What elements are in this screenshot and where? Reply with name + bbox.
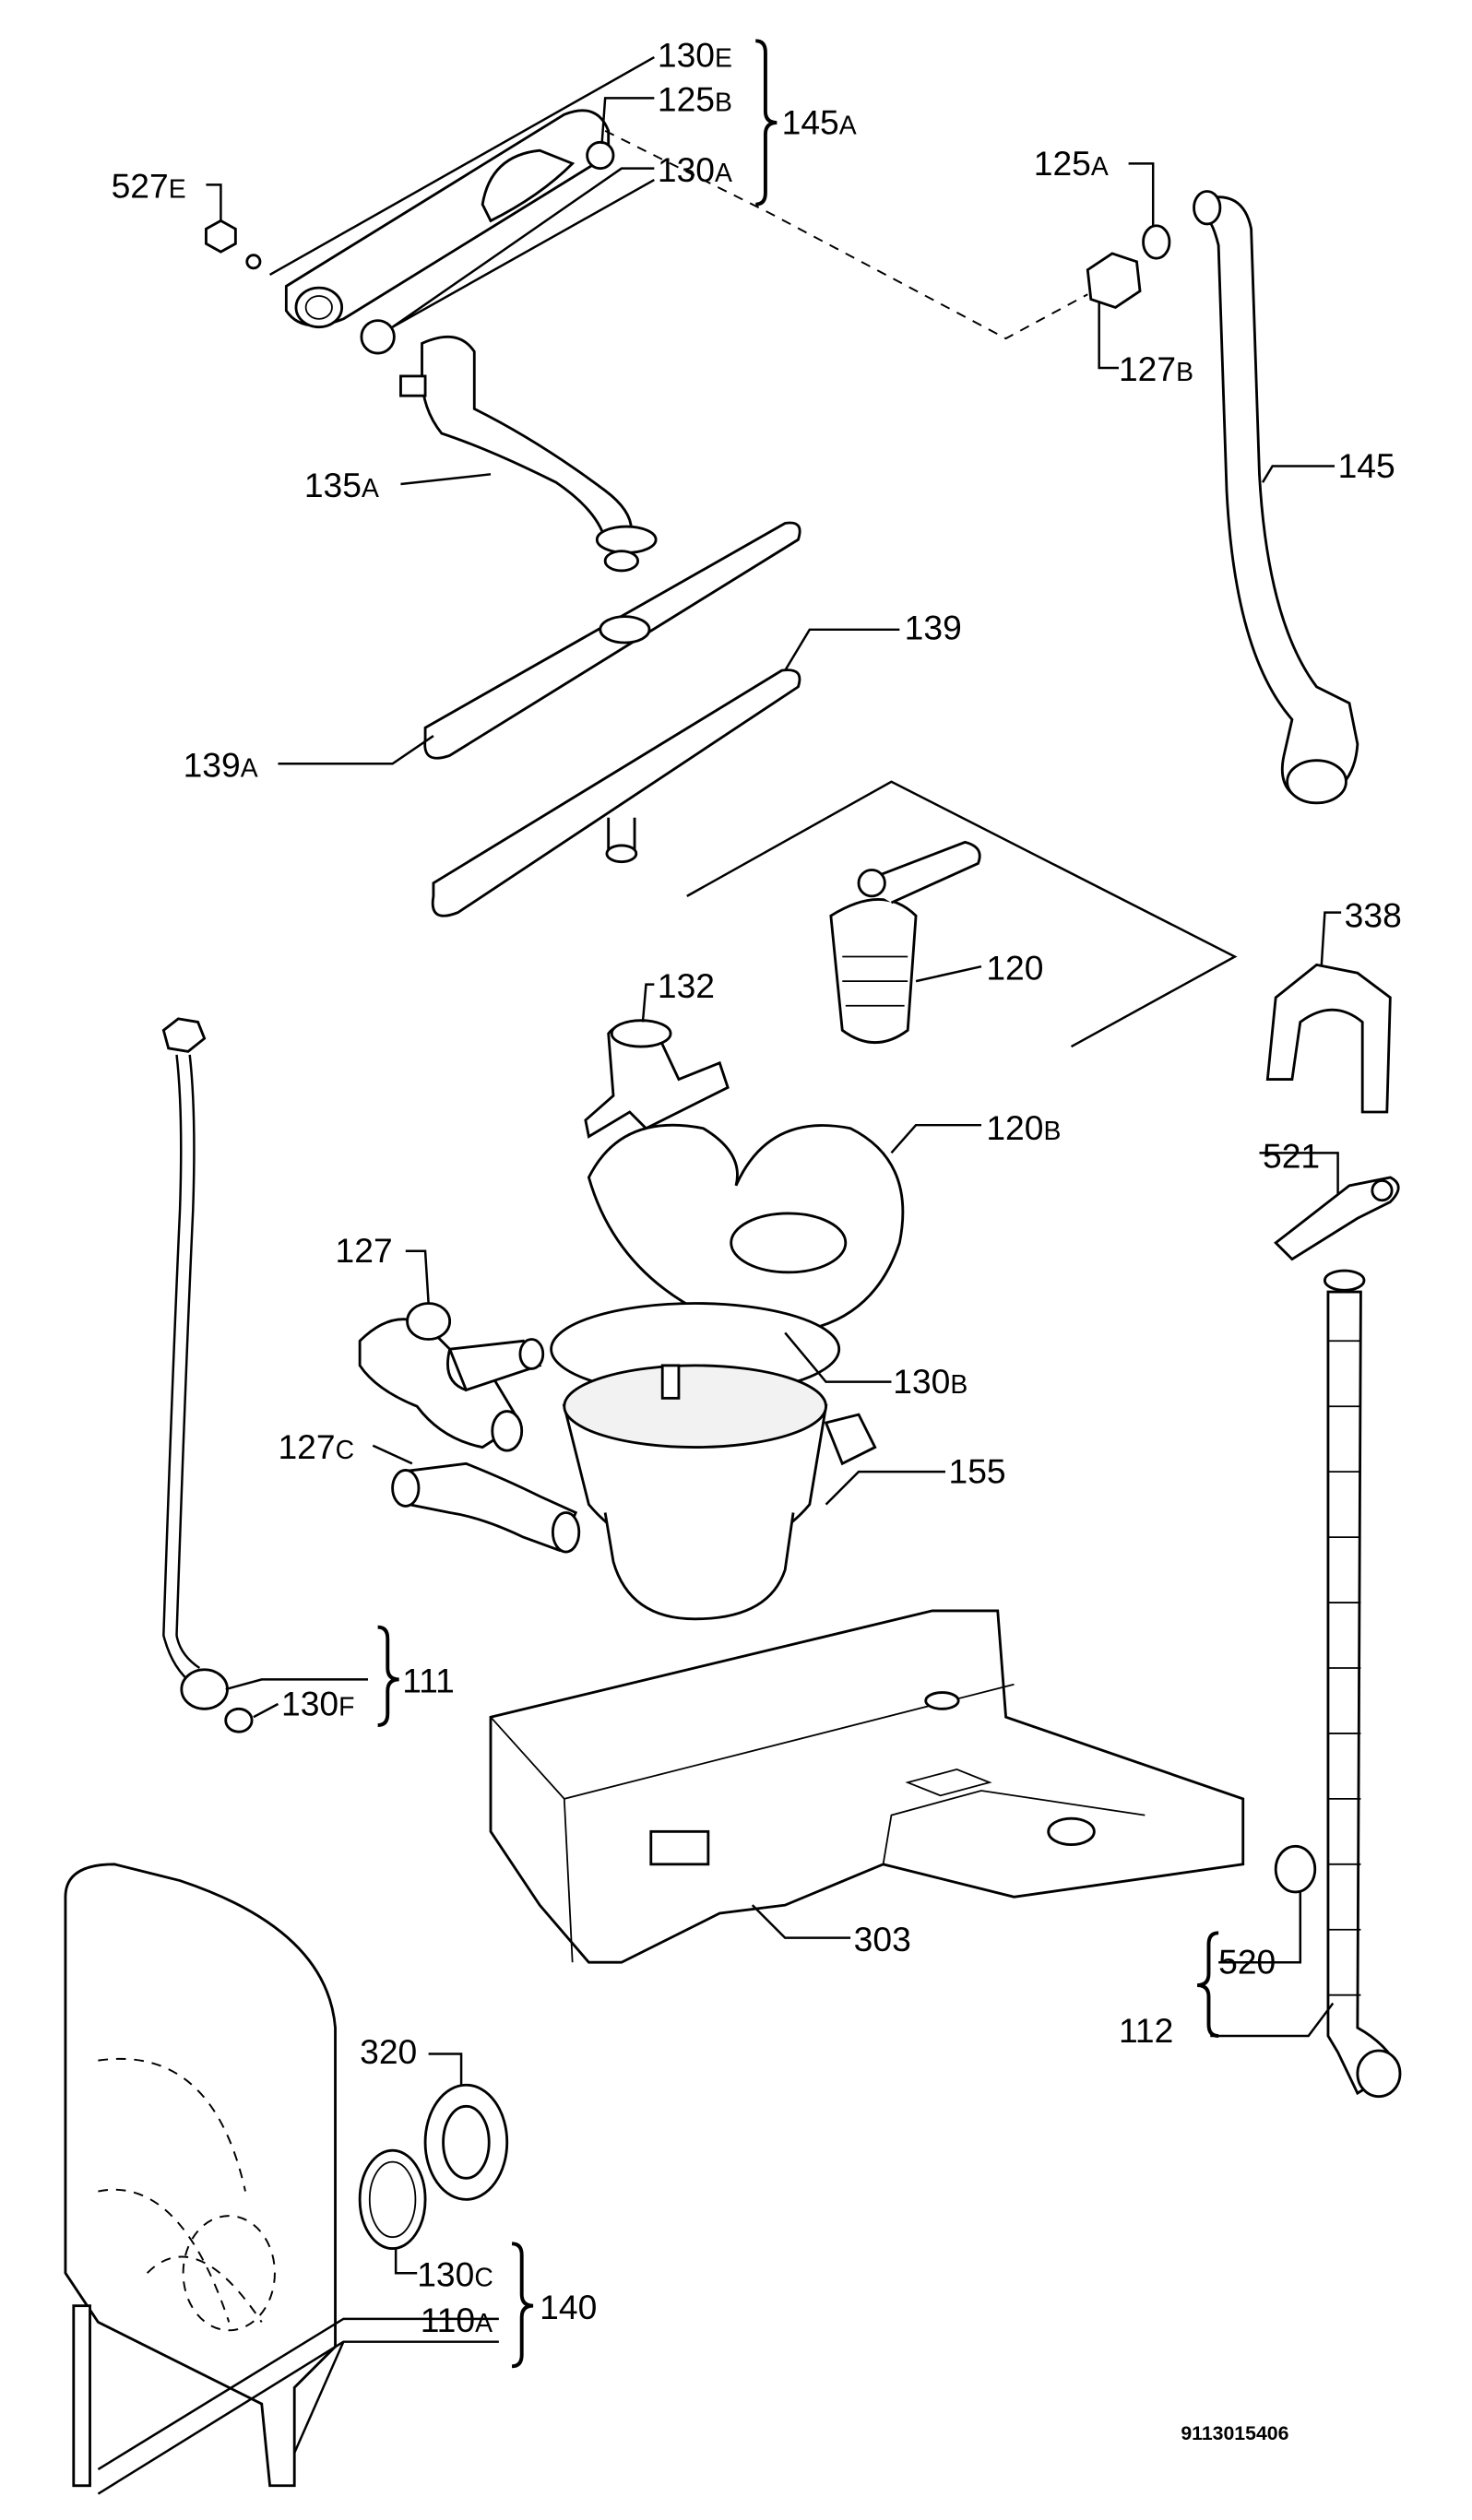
connection-dashed-line (604, 130, 1088, 340)
clip-521-part (1274, 1176, 1400, 1261)
label-120B: 120B (986, 1108, 1061, 1147)
bracket-140 (511, 2242, 534, 2369)
label-155: 155 (949, 1452, 1006, 1491)
spray-arm-supply-pipe-part (399, 336, 658, 573)
label-112: 112 (1119, 2011, 1173, 2050)
label-130E: 130E (658, 36, 732, 75)
label-303: 303 (854, 1920, 911, 1958)
label-127C: 127C (278, 1427, 354, 1466)
water-softener-valve-part (584, 1019, 730, 1139)
label-110A: 110A (421, 2301, 493, 2339)
label-527E: 527E (112, 167, 186, 206)
label-140: 140 (540, 2288, 597, 2326)
drain-hose-112-part (1274, 1269, 1402, 2099)
label-145A: 145A (782, 102, 857, 141)
label-127B: 127B (1119, 349, 1193, 388)
leader-lines (97, 55, 1342, 2495)
supply-hose-part (1086, 190, 1359, 805)
base-plate-303-part (489, 1609, 1245, 1964)
side-housing-140-part (64, 1863, 337, 2488)
ring-130C-part (358, 2148, 427, 2251)
inlet-hose-111-part (161, 1017, 254, 1733)
label-130B: 130B (893, 1362, 967, 1401)
label-520: 520 (1218, 1943, 1276, 1982)
label-127: 127 (336, 1231, 393, 1270)
circulation-pipe-127-part (358, 1302, 545, 1452)
seal-320-part (423, 2083, 509, 2201)
label-320: 320 (360, 2032, 417, 2071)
label-111: 111 (402, 1662, 455, 1700)
label-130F: 130F (281, 1684, 354, 1722)
drawing-code: 9113015406 (1181, 2422, 1288, 2444)
sump-155-part (550, 1302, 877, 1621)
upper-spray-arm-tube-part (205, 109, 655, 355)
label-338: 338 (1345, 896, 1402, 935)
label-139A: 139A (184, 745, 258, 784)
label-130A: 130A (658, 150, 732, 189)
bracket-111 (377, 1625, 399, 1728)
label-521: 521 (1263, 1136, 1320, 1175)
spray-arm-139-part (431, 668, 801, 917)
label-135A: 135A (304, 466, 379, 504)
label-139: 139 (905, 608, 962, 646)
filter-group-outline (686, 780, 1238, 1048)
bracket-112 (1196, 1931, 1219, 2038)
clamp-338-part (1265, 963, 1392, 1114)
drain-pipe-127C-part (391, 1461, 581, 1554)
spray-arm-139A-part (423, 521, 801, 760)
label-145: 145 (1338, 446, 1395, 485)
label-132: 132 (658, 966, 715, 1005)
sump-seal-gasket-part (587, 1123, 905, 1335)
label-125A: 125A (1034, 144, 1109, 183)
label-120: 120 (986, 948, 1043, 987)
label-125B: 125B (658, 80, 732, 119)
bracket-145A (755, 39, 778, 207)
micro-filter-part (829, 840, 981, 1045)
label-130C: 130C (417, 2254, 493, 2293)
